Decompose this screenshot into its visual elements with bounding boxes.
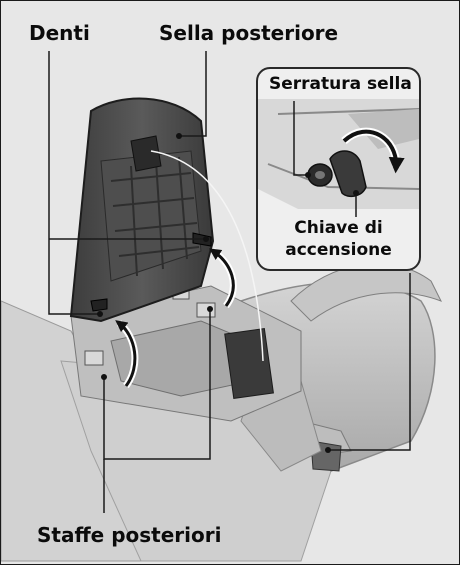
label-ignition-key-line1: Chiave di bbox=[290, 217, 387, 239]
label-teeth: Denti bbox=[29, 21, 90, 45]
label-seat-lock: Serratura sella bbox=[267, 74, 414, 94]
leader-rear-seat bbox=[179, 51, 207, 137]
seat-tooth-rear bbox=[90, 298, 108, 312]
leader-dots bbox=[97, 133, 331, 453]
label-rear-brackets: Staffe posteriori bbox=[37, 523, 222, 547]
latch-plate bbox=[224, 327, 274, 400]
label-ignition-key: Chiave di accensione bbox=[258, 217, 419, 261]
rotation-arrow bbox=[342, 129, 405, 174]
label-ignition-key-line2: accensione bbox=[281, 239, 396, 261]
motion-arrow-right bbox=[209, 248, 235, 307]
seat-lock-illustration bbox=[258, 99, 419, 217]
label-rear-seat: Sella posteriore bbox=[159, 21, 339, 45]
leader-seat-lock bbox=[293, 101, 307, 176]
leader-lock-inset bbox=[328, 273, 411, 451]
leader-lines bbox=[48, 51, 411, 513]
ignition-key bbox=[329, 150, 367, 198]
leader-teeth bbox=[48, 51, 100, 315]
seat-ribs bbox=[110, 156, 200, 277]
rear-seat-inner bbox=[100, 150, 202, 282]
seat-cable bbox=[150, 150, 264, 362]
inset-panel-edge bbox=[267, 108, 419, 190]
grab-rail bbox=[290, 263, 443, 322]
bracket-left bbox=[84, 350, 104, 366]
inset-body-shadow bbox=[348, 109, 419, 149]
seat-hook bbox=[130, 135, 162, 172]
leader-brackets bbox=[103, 309, 211, 460]
seat-lock-inset: Serratura sella Chiave di accensione bbox=[256, 67, 421, 271]
motion-arrow-left bbox=[115, 320, 137, 387]
